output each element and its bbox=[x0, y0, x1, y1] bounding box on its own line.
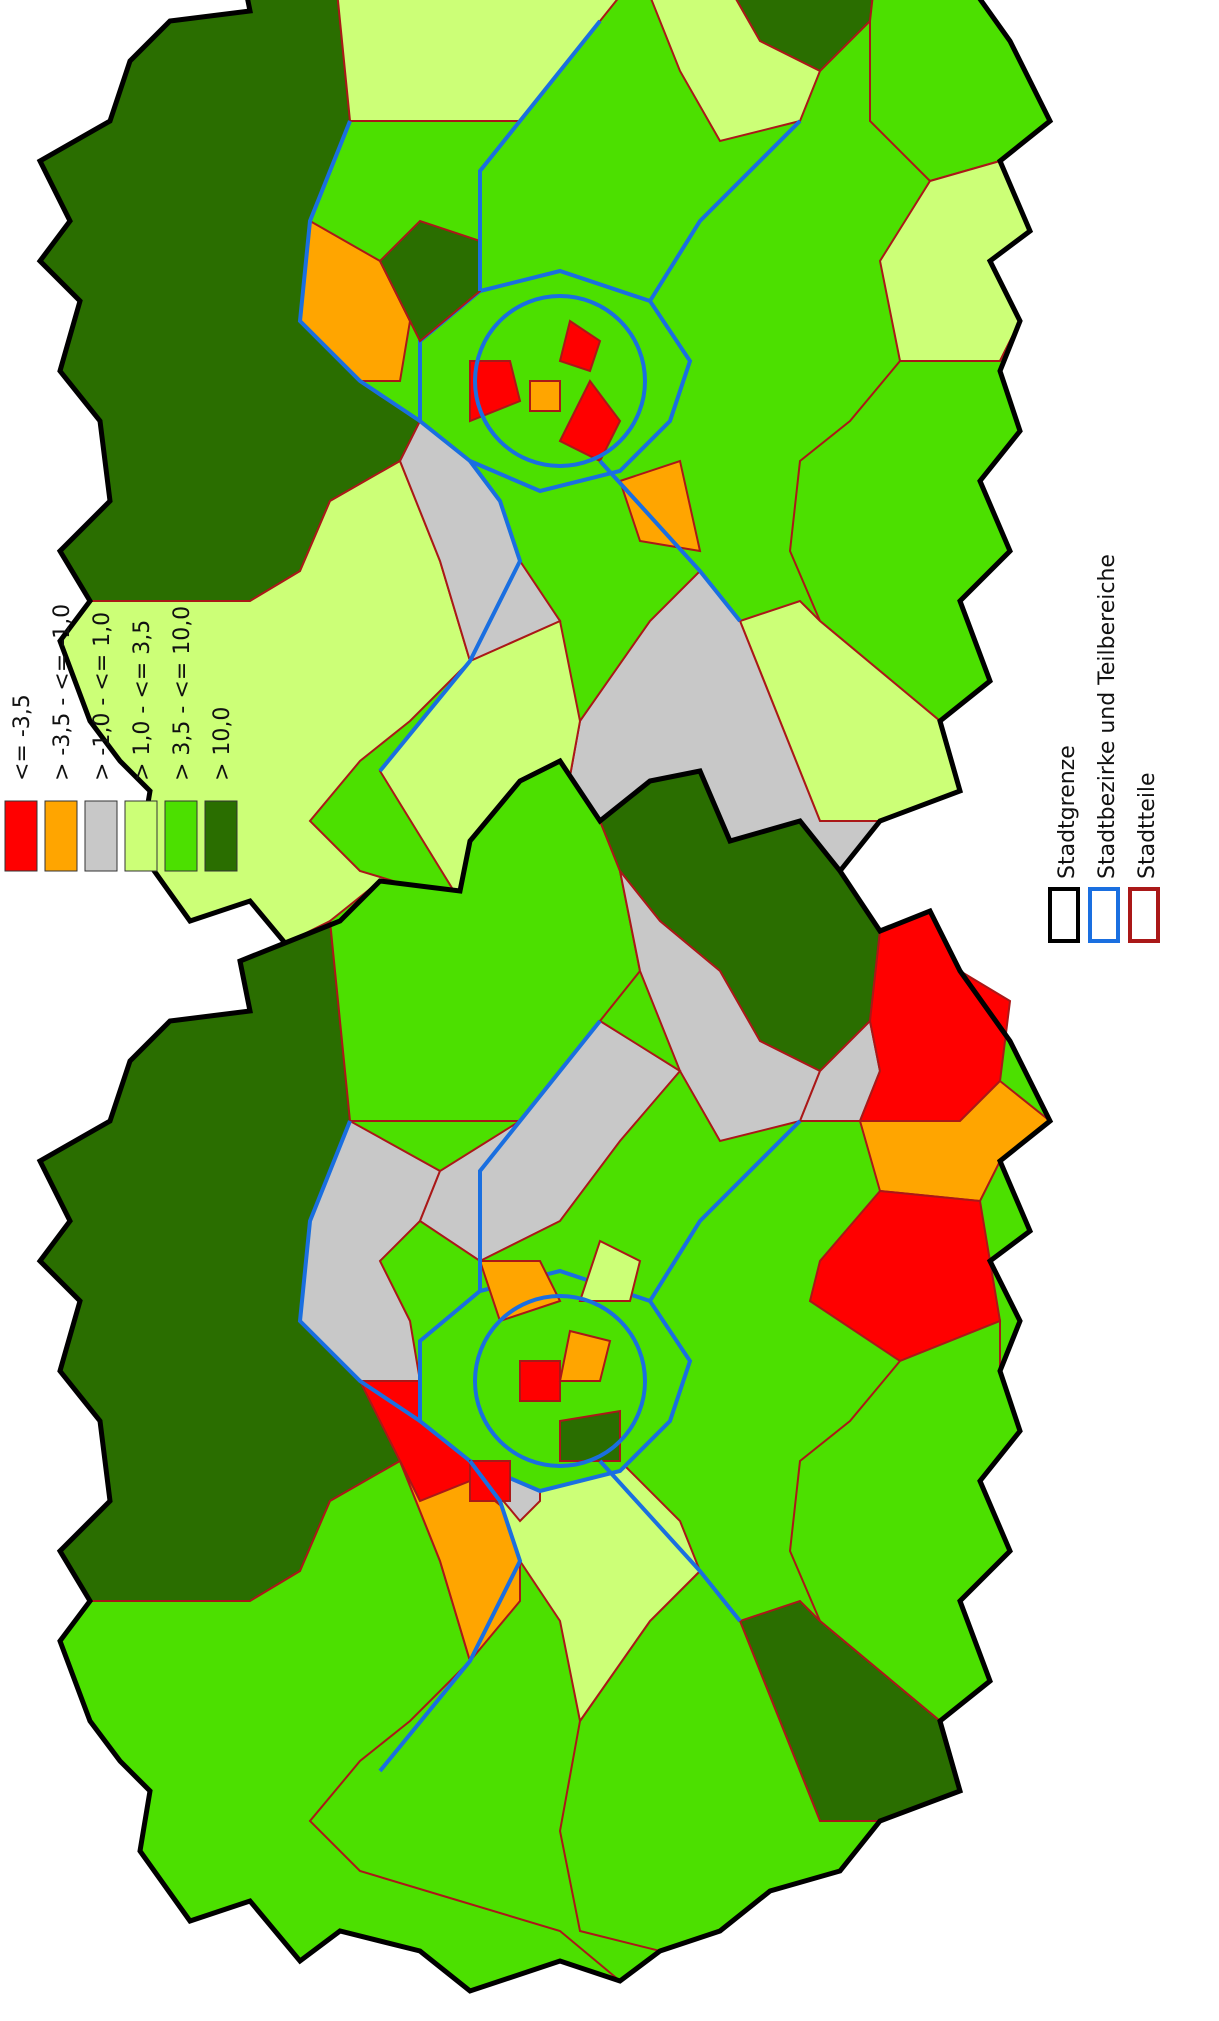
legend-border-swatch bbox=[1048, 887, 1080, 943]
region bbox=[559, 1409, 621, 1462]
map-lower bbox=[36, 757, 1054, 1994]
region bbox=[578, 1239, 642, 1302]
region bbox=[558, 319, 602, 373]
legend-border-label: Stadtgrenze bbox=[1055, 745, 1080, 879]
region bbox=[619, 870, 822, 1143]
legend-swatch bbox=[4, 800, 38, 872]
legend-classes: <= -3,5 > -3,5 - <= -1,0 > -1,0 - <= 1,0 > … bbox=[4, 604, 238, 872]
legend-label: > 10,0 bbox=[210, 707, 235, 781]
legend-border-swatch bbox=[1128, 887, 1160, 943]
legend-label: > 3,5 - <= 10,0 bbox=[170, 606, 195, 781]
legend-border-swatch bbox=[1088, 887, 1120, 943]
region bbox=[469, 360, 522, 423]
legend-border-label: Stadtbezirke und Teilbereiche bbox=[1095, 554, 1120, 879]
region bbox=[558, 1329, 612, 1382]
region bbox=[619, 0, 822, 143]
legend-swatch bbox=[124, 800, 158, 872]
region bbox=[858, 909, 1012, 1122]
map-upper-city-border bbox=[36, 0, 1054, 994]
legend-swatch bbox=[44, 800, 78, 872]
region bbox=[519, 1360, 561, 1402]
map-lower-district-borders bbox=[297, 1019, 802, 1773]
legend-label: <= -3,5 bbox=[10, 694, 35, 781]
region bbox=[529, 380, 561, 412]
region bbox=[558, 379, 622, 463]
region bbox=[478, 1260, 562, 1323]
legend-swatch bbox=[204, 800, 238, 872]
legend-swatch bbox=[84, 800, 118, 872]
legend-borders: Stadtgrenze Stadtbezirke und Teilbereiche… bbox=[1048, 554, 1160, 943]
legend-label: > 1,0 - <= 3,5 bbox=[130, 620, 155, 781]
legend-label: > -1,0 - <= 1,0 bbox=[90, 612, 115, 781]
region bbox=[618, 459, 702, 553]
legend-swatch bbox=[164, 800, 198, 872]
legend-border-label: Stadtteile bbox=[1135, 772, 1160, 879]
legend-label: > -3,5 - <= -1,0 bbox=[50, 604, 75, 781]
map-lower-city-border bbox=[36, 757, 1054, 1994]
map-upper-district-borders bbox=[297, 19, 802, 773]
